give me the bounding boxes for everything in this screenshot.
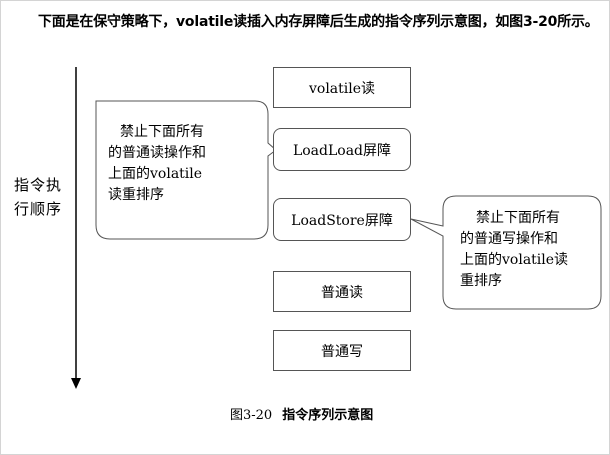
loadload-barrier-box: LoadLoad屏障 [273,128,411,171]
right-callout-line: 重排序 [460,273,502,289]
volatile-read-box: volatile读 [273,67,411,108]
left-callout-line: 读重排序 [108,187,164,203]
instruction-order-label: 指令执 行顺序 [14,173,62,221]
figure-caption: 图3-20 指令序列示意图 [230,404,373,423]
normal-write-box: 普通写 [273,330,411,371]
figure-number: 图3-20 [230,408,273,423]
figure-title: 指令序列示意图 [282,408,374,423]
normal-read-box: 普通读 [273,271,411,312]
order-arrow-head [71,378,81,389]
instruction-order-label-line: 行顺序 [14,200,63,218]
instruction-order-label-line: 指令执 [14,176,63,194]
right-callout-line: 上面的volatile读 [460,252,569,268]
right-callout-line: 的普通写操作和 [460,231,558,247]
left-callout-line: 禁止下面所有 [120,124,204,140]
left-callout-line: 的普通读操作和 [108,145,206,161]
left-callout-bubble [95,100,277,240]
headline-text: 下面是在保守策略下，volatile读插入内存屏障后生成的指令序列示意图，如图3… [38,14,599,30]
right-callout-text: 禁止下面所有 的普通写操作和 上面的volatile读 重排序 [460,208,568,292]
left-callout-line: 上面的volatile [108,166,203,182]
loadstore-barrier-box: LoadStore屏障 [273,198,411,241]
left-callout-text: 禁止下面所有 的普通读操作和 上面的volatile 读重排序 [108,122,206,206]
right-callout-bubble [410,195,602,310]
right-callout-line: 禁止下面所有 [476,210,560,226]
